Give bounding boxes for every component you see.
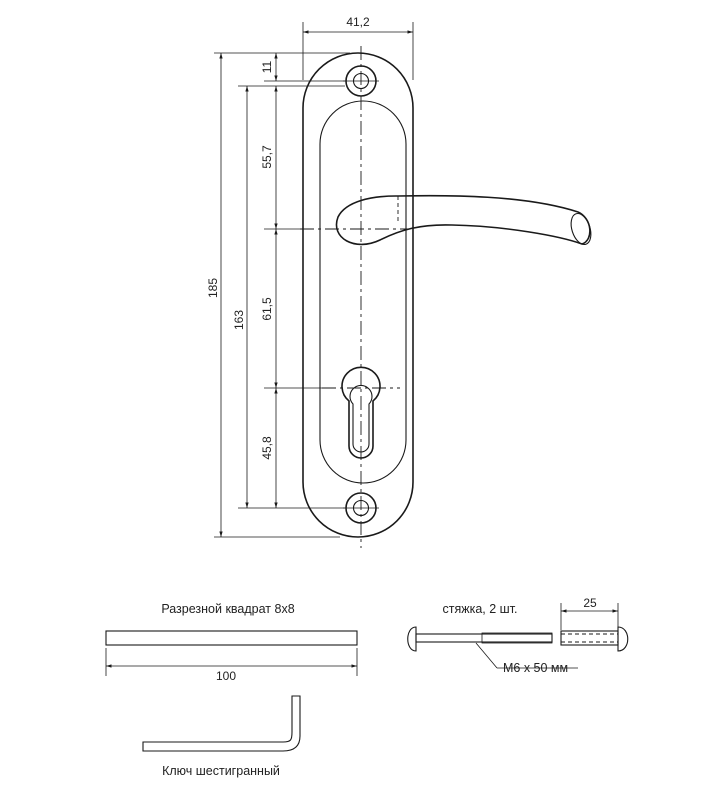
split-square-spindle: Разрезной квадрат 8x8 100	[105, 602, 358, 683]
dim-handle-axis: 55,7	[260, 145, 274, 169]
top-screw-hole	[343, 65, 379, 97]
plate-inner-rim	[319, 100, 407, 484]
label-tie: стяжка, 2 шт.	[442, 602, 517, 616]
dim-width-top: 41,2	[346, 15, 370, 29]
label-screw: М6 х 50 мм	[503, 661, 568, 675]
dim-top-hole: 11	[260, 60, 274, 73]
bottom-screw-hole	[343, 492, 379, 524]
cylinder-keyhole	[322, 366, 400, 459]
dim-between-holes: 163	[232, 310, 246, 330]
label-square: Разрезной квадрат 8x8	[161, 602, 294, 616]
plate-outline	[302, 52, 414, 538]
dimensions: 41,2 11 55,7 61,5 45,8 163 185	[206, 15, 414, 538]
dim-square-length: 100	[216, 669, 236, 683]
tie-bolt-assembly: стяжка, 2 шт. 25 М6 х 50 мм	[407, 596, 629, 675]
dim-axis-to-key: 61,5	[260, 297, 274, 321]
hex-key: Ключ шестигранный	[142, 695, 301, 778]
dim-key-to-hole: 45,8	[260, 436, 274, 460]
dim-total-height: 185	[206, 278, 220, 298]
label-hex-key: Ключ шестигранный	[162, 764, 280, 778]
dim-sleeve-length: 25	[583, 596, 597, 610]
lever-handle	[300, 194, 592, 246]
handle-plate	[302, 46, 414, 548]
